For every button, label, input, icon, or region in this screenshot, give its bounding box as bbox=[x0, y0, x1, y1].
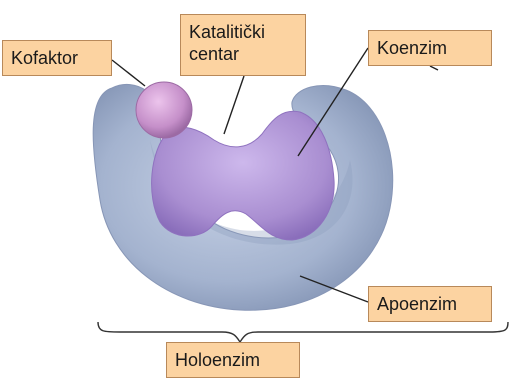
leader-coenzyme-tick bbox=[430, 66, 438, 70]
cofactor-shape bbox=[136, 82, 192, 138]
holoenzyme-brace bbox=[98, 322, 508, 342]
leader-catalytic-center bbox=[224, 76, 244, 134]
holoenzyme-label: Holoenzim bbox=[166, 342, 300, 378]
catalytic-center-label: Katalitički centar bbox=[180, 14, 306, 76]
cofactor-label: Kofaktor bbox=[2, 40, 112, 76]
leader-cofactor bbox=[112, 60, 145, 86]
coenzyme-label: Koenzim bbox=[368, 30, 492, 66]
apoenzyme-label: Apoenzim bbox=[368, 286, 492, 322]
